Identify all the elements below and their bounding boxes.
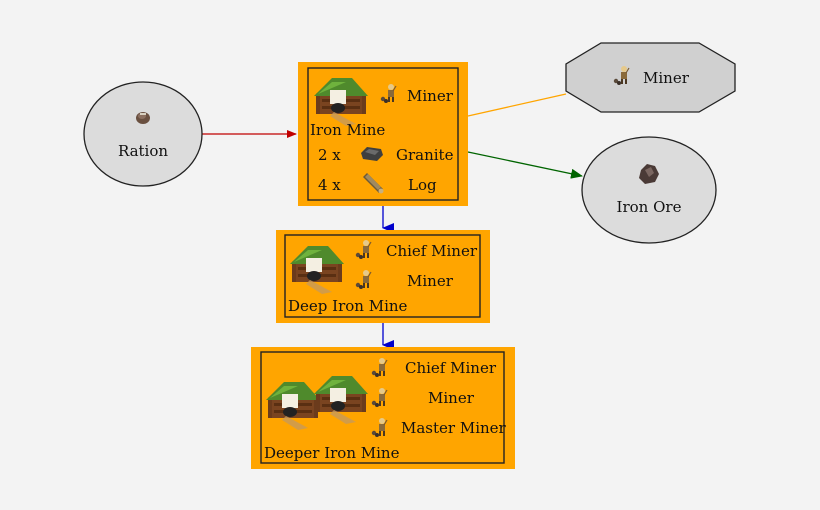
ration-node: Ration (83, 81, 203, 187)
edge-miner-to-iron-mine (467, 93, 567, 117)
edge-iron-mine-to-iron-ore (467, 151, 583, 179)
deep-iron-mine-node: Chief Miner Miner Deep Iron Mine (276, 230, 490, 323)
granite-name: Granite (396, 146, 454, 164)
miner-worker-node: Miner (565, 42, 736, 113)
granite-qty: 2 x (318, 146, 341, 164)
deeper-iron-mine-node: Chief Miner Miner Master Miner Deeper Ir… (251, 347, 515, 469)
iron-ore-label: Iron Ore (617, 198, 682, 216)
log-name: Log (408, 176, 437, 194)
deeper-mine-worker-chief: Chief Miner (405, 359, 497, 377)
log-qty: 4 x (318, 176, 341, 194)
deep-iron-mine-title: Deep Iron Mine (288, 297, 408, 315)
iron-mine-node: Miner Iron Mine 2 x Granite 4 x Log (298, 62, 468, 206)
ration-icon (136, 112, 150, 124)
deep-mine-worker-chief: Chief Miner (386, 242, 478, 260)
deeper-iron-mine-title: Deeper Iron Mine (264, 444, 400, 462)
deep-mine-worker-miner: Miner (407, 272, 454, 290)
ration-label: Ration (118, 142, 168, 160)
iron-ore-node: Iron Ore (581, 136, 717, 244)
log-icon (363, 173, 384, 194)
deeper-mine-worker-miner: Miner (428, 389, 475, 407)
deeper-mine-worker-master: Master Miner (401, 419, 507, 437)
miner-worker-label: Miner (643, 69, 690, 87)
iron-mine-worker: Miner (407, 87, 454, 105)
iron-mine-title: Iron Mine (310, 121, 385, 139)
iron-ore-icon (639, 164, 659, 184)
granite-icon (361, 147, 383, 161)
